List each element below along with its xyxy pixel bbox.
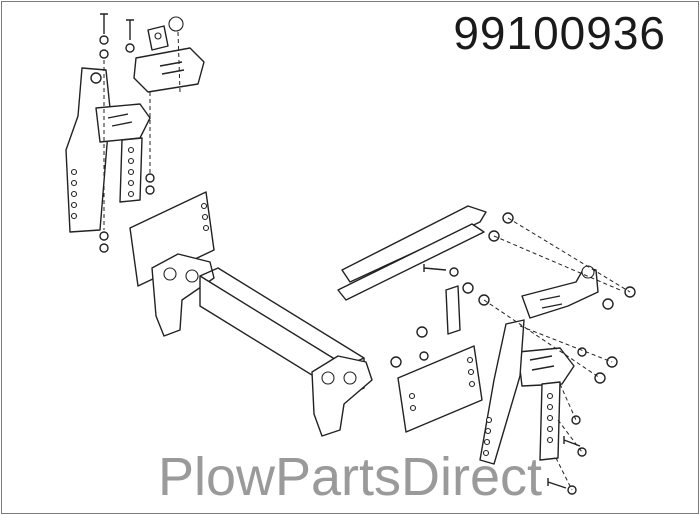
lower-link-bar [337, 223, 485, 301]
right-linkage-assembly [337, 205, 636, 495]
upper-bolt [100, 13, 108, 34]
upper-left-bracket-assembly [65, 13, 205, 253]
rear-plate-holes [200, 202, 210, 232]
top-clevis-bracket [133, 47, 205, 93]
far-side-bracket [311, 355, 373, 437]
right-slotted-bar-holes [546, 392, 554, 444]
right-clevis-bracket [521, 267, 599, 319]
upper-link-bar [341, 205, 487, 283]
upper-gusset [95, 103, 151, 143]
watermark-text: PlowPartsDirect [157, 447, 543, 507]
right-mount-plate [479, 319, 525, 465]
receiver-tube-assembly [129, 191, 483, 437]
linkage-bolt [423, 264, 447, 272]
left-mount-plate-holes [70, 168, 78, 220]
lower-plate-holes [408, 356, 476, 412]
rear-mount-plate [129, 191, 215, 287]
lower-mount-plate [397, 345, 483, 433]
part-number: 99100936 [453, 7, 666, 59]
right-mount-plate-holes [482, 416, 493, 457]
short-post [445, 285, 461, 335]
slotted-bar-holes [127, 146, 135, 198]
